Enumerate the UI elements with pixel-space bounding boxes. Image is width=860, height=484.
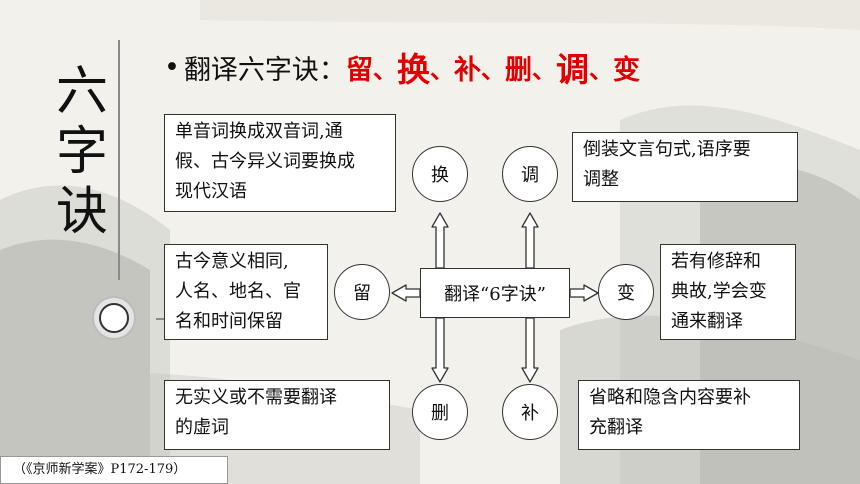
box-line: 省略和隐含内容要补	[589, 387, 751, 408]
title-item-bu: 补	[453, 54, 481, 86]
box-line: 名和时间保留	[175, 311, 283, 332]
circle-icon	[99, 303, 129, 333]
arrow-down-bu	[521, 317, 539, 383]
title-item-bian: 变	[612, 54, 640, 86]
box-huan: 单音词换成双音词,通 假、古今异义词要换成 现代汉语	[164, 114, 396, 212]
title-lead: 翻译六字诀：	[183, 54, 346, 86]
box-tiao: 倒装文言句式,语序要 调整	[572, 132, 798, 202]
connector-line	[156, 318, 166, 320]
center-label: 翻译“6字诀”	[420, 268, 570, 318]
arrow-left-liu	[391, 284, 421, 302]
box-line: 古今意义相同,	[175, 251, 289, 272]
title-item-huan: 换	[396, 50, 430, 89]
box-line: 倒装文言句式,语序要	[583, 139, 751, 160]
arrow-up-tiao	[521, 212, 539, 269]
title-separator: 、	[480, 54, 505, 84]
box-bian: 若有修辞和 典故,学会变 通来翻译	[660, 244, 796, 340]
title-separator: 、	[372, 54, 397, 84]
title-item-tiao: 调	[555, 50, 589, 89]
node-bian: 变	[598, 264, 654, 320]
node-liu: 留	[334, 264, 390, 320]
title-separator: 、	[588, 54, 613, 84]
arrow-up-huan	[431, 212, 449, 269]
title-separator: 、	[531, 54, 556, 84]
bullet: •	[164, 51, 180, 83]
box-liu: 古今意义相同, 人名、地名、官 名和时间保留	[164, 244, 328, 340]
side-divider	[118, 40, 120, 280]
box-line: 单音词换成双音词,通	[175, 121, 343, 142]
source-citation: （《京师新学案》P172-179）	[0, 456, 228, 484]
box-line: 假、古今异义词要换成	[175, 151, 355, 172]
node-shan: 删	[412, 384, 468, 440]
node-tiao: 调	[502, 146, 558, 202]
node-huan: 换	[412, 146, 468, 202]
arrow-down-shan	[431, 317, 449, 383]
circle-nav-button[interactable]	[92, 296, 136, 340]
box-line: 若有修辞和	[671, 251, 761, 272]
box-line: 调整	[583, 169, 619, 190]
box-line: 的虚词	[175, 417, 229, 438]
box-line: 通来翻译	[671, 311, 743, 332]
box-line: 现代汉语	[175, 181, 247, 202]
page-title: • 翻译六字诀： 留 、 换 、 补 、 删 、 调 、 变	[164, 44, 784, 90]
side-title: 六字诀	[55, 62, 108, 242]
box-line: 充翻译	[589, 417, 643, 438]
box-line: 无实义或不需要翻译	[175, 387, 337, 408]
title-item-shan: 删	[504, 54, 532, 86]
box-bu: 省略和隐含内容要补 充翻译	[578, 380, 800, 450]
box-line: 典故,学会变	[671, 281, 767, 302]
title-separator: 、	[429, 54, 454, 84]
node-bu: 补	[502, 384, 558, 440]
box-line: 人名、地名、官	[175, 281, 301, 302]
arrow-right-bian	[569, 284, 599, 302]
box-shan: 无实义或不需要翻译 的虚词	[164, 380, 390, 450]
title-item-liu: 留	[345, 54, 373, 86]
